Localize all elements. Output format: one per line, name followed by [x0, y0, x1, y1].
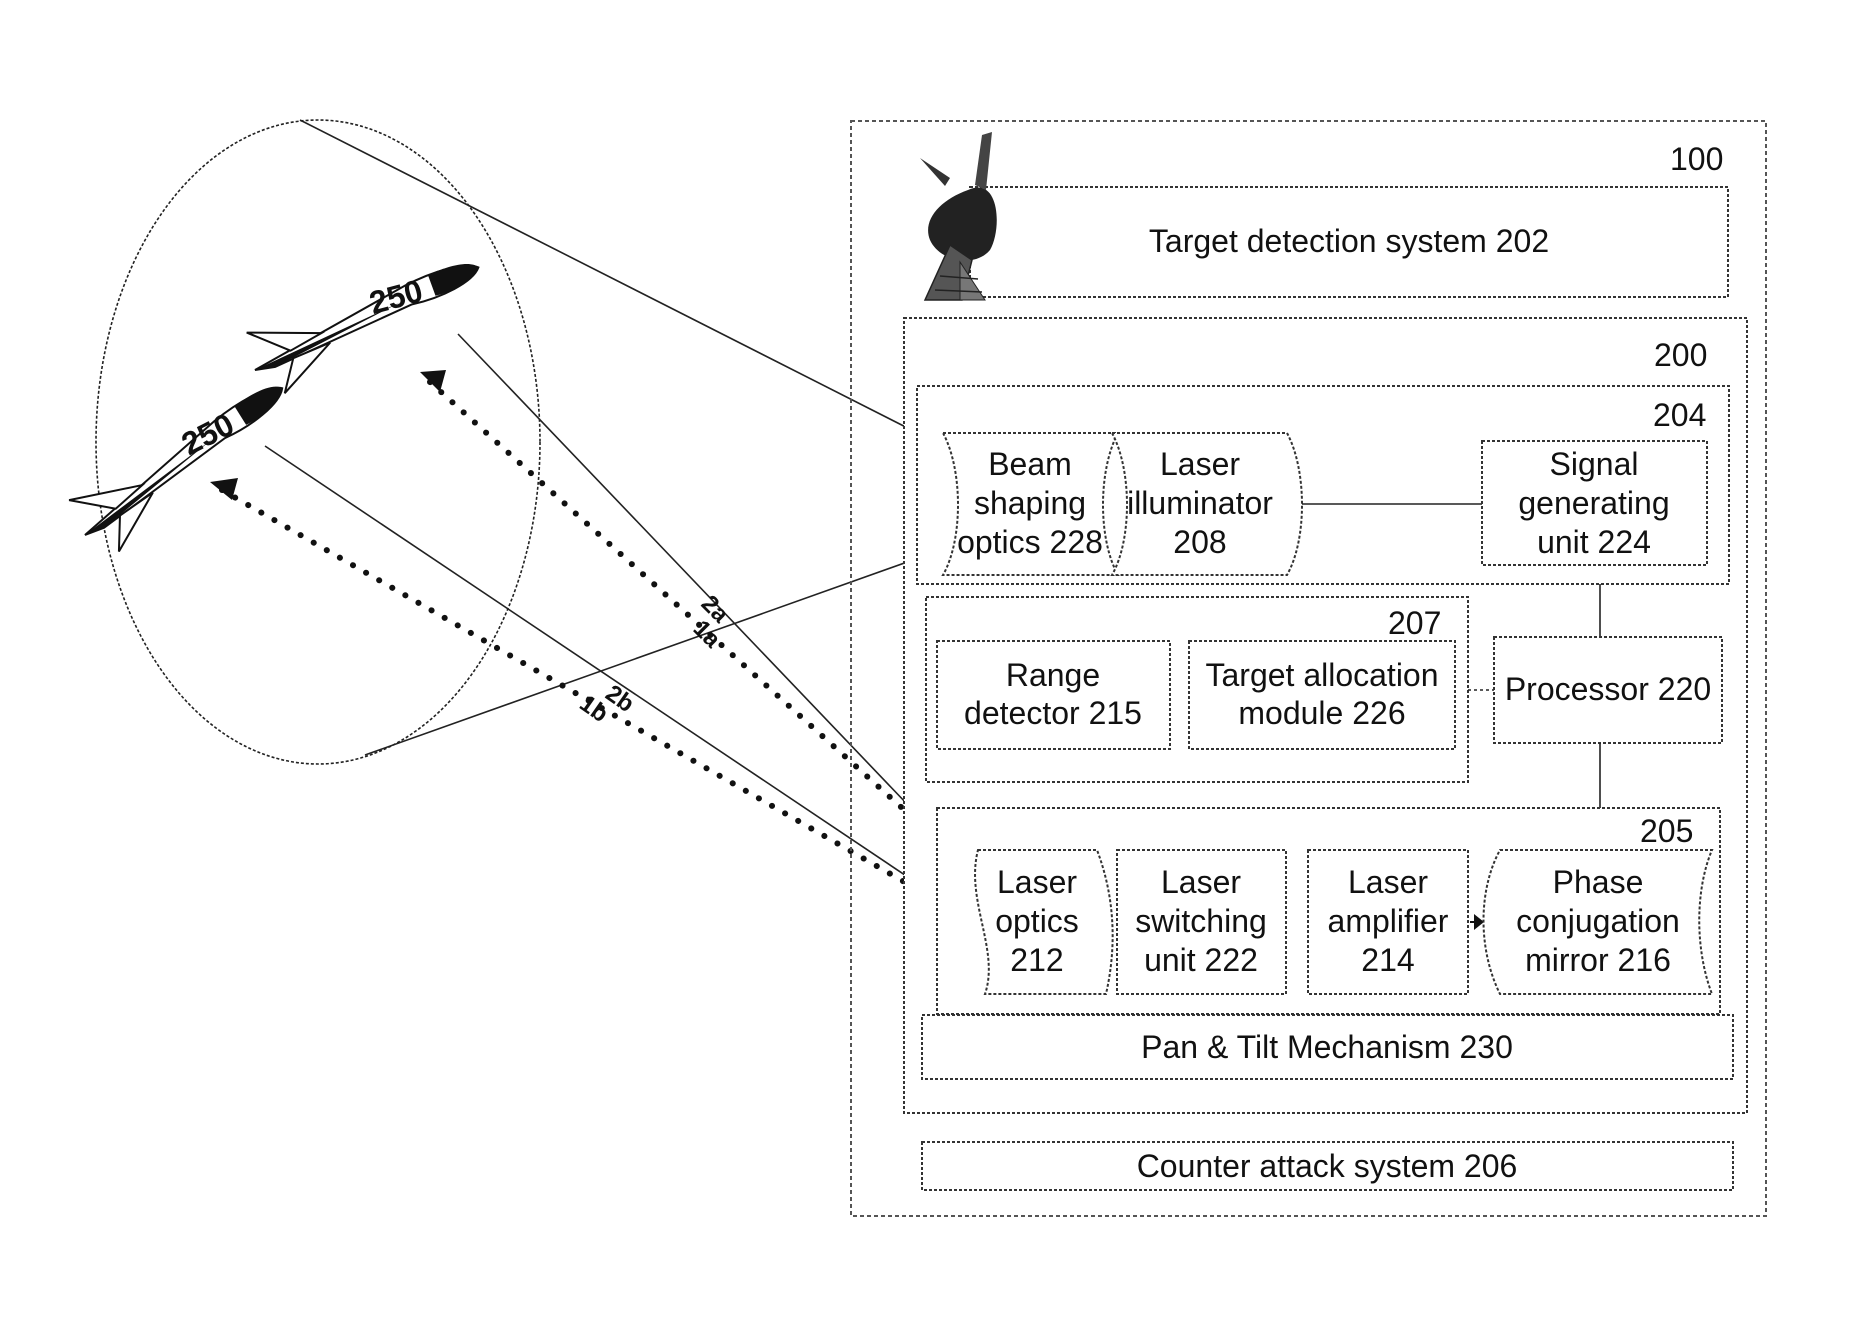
- range-detector-line1: Range: [1006, 657, 1100, 693]
- dotted-beam-paths: [210, 370, 962, 915]
- detection-group-number: 207: [1388, 605, 1441, 641]
- laser-switching-line1: Laser: [1161, 864, 1241, 900]
- missile-label-upper: 250: [366, 272, 427, 321]
- signal-generating-line2: generating: [1518, 485, 1669, 521]
- phase-conjugation-line3: mirror 216: [1525, 942, 1671, 978]
- system-number: 100: [1670, 141, 1723, 177]
- range-detector-line2: detector 215: [964, 695, 1142, 731]
- laser-amplifier-line2: amplifier: [1328, 903, 1449, 939]
- laser-illuminator-line3: 208: [1173, 524, 1226, 560]
- missile-icon: 250: [63, 370, 309, 562]
- illumination-group-number: 204: [1653, 397, 1706, 433]
- counter-attack-label: Counter attack system 206: [1137, 1148, 1518, 1184]
- target-detection-label: Target detection system 202: [1149, 223, 1549, 259]
- beam-shaping-line2: shaping: [974, 485, 1086, 521]
- pan-tilt-label: Pan & Tilt Mechanism 230: [1141, 1029, 1513, 1065]
- laser-amplifier-line3: 214: [1361, 942, 1414, 978]
- phase-conjugation-line2: conjugation: [1516, 903, 1680, 939]
- laser-group-number: 205: [1640, 813, 1693, 849]
- laser-illuminator-line1: Laser: [1160, 446, 1240, 482]
- laser-switching-line3: unit 222: [1144, 942, 1258, 978]
- target-allocation-line2: module 226: [1238, 695, 1405, 731]
- signal-generating-line1: Signal: [1550, 446, 1639, 482]
- beam-shaping-line3: optics 228: [957, 524, 1103, 560]
- laser-optics-line2: optics: [995, 903, 1079, 939]
- return-beam-paths: [265, 334, 972, 920]
- missile-icon: 250: [241, 248, 496, 400]
- subsystem-number: 200: [1654, 337, 1707, 373]
- laser-switching-line2: switching: [1135, 903, 1267, 939]
- laser-optics-line1: Laser: [997, 864, 1077, 900]
- processor-label: Processor 220: [1505, 671, 1711, 707]
- laser-optics-line3: 212: [1010, 942, 1063, 978]
- laser-illuminator-line2: illuminator: [1127, 485, 1273, 521]
- target-allocation-line1: Target allocation: [1205, 657, 1438, 693]
- beam-shaping-line1: Beam: [988, 446, 1072, 482]
- laser-amplifier-line1: Laser: [1348, 864, 1428, 900]
- phase-conjugation-line1: Phase: [1553, 864, 1644, 900]
- signal-generating-line3: unit 224: [1537, 524, 1651, 560]
